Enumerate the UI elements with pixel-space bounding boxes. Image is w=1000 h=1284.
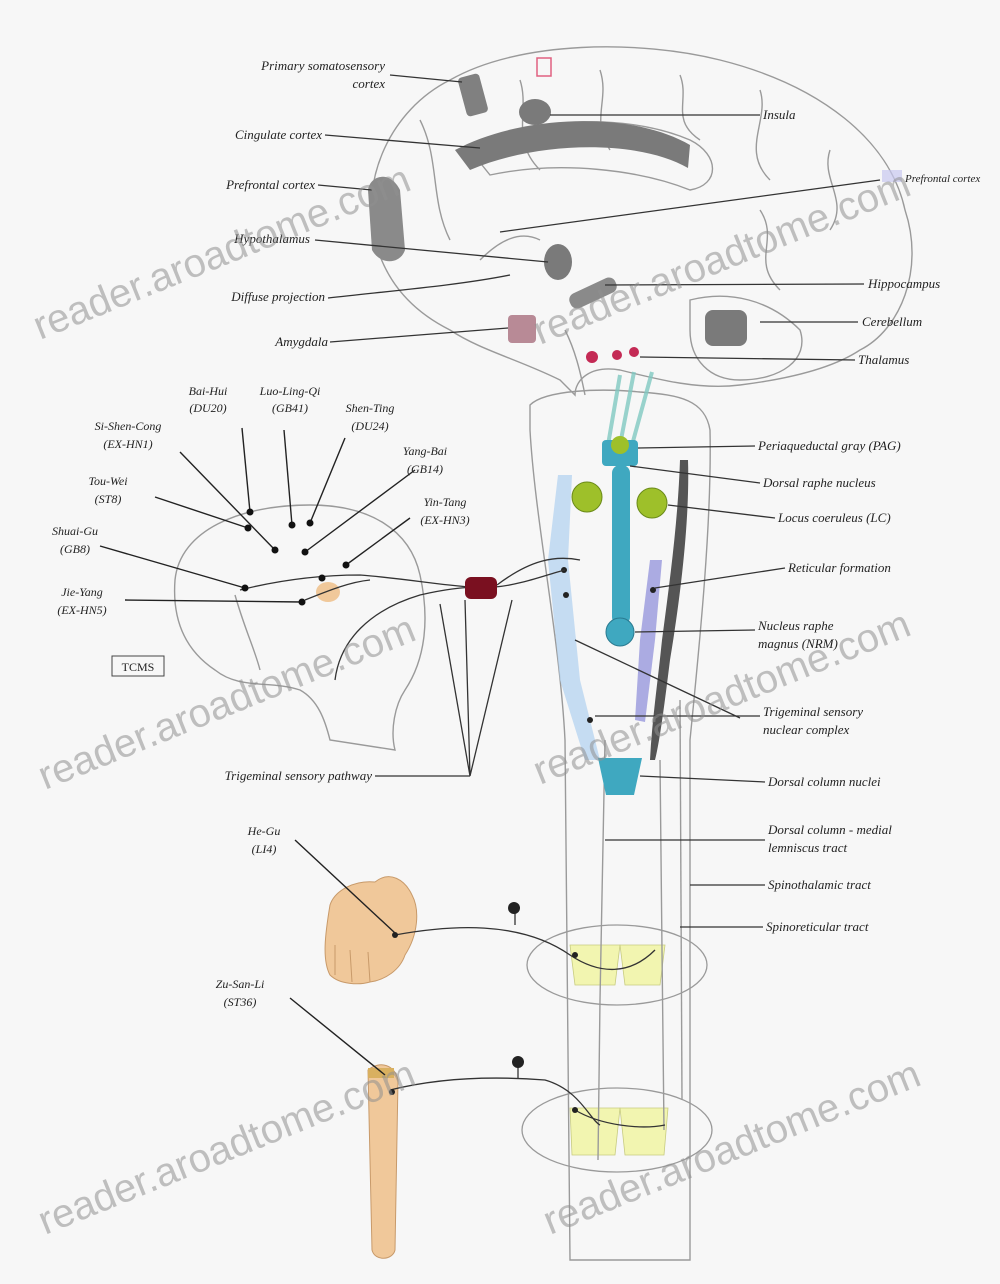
acupoint-name: Bai-Hui bbox=[189, 384, 228, 398]
label-cerebellum: Cerebellum bbox=[862, 314, 922, 329]
thalamus-dot bbox=[612, 350, 622, 360]
acupoint-code: (DU24) bbox=[351, 419, 388, 433]
acupoint-name: Si-Shen-Cong bbox=[95, 419, 162, 433]
label-trigeminal-nuclear: Trigeminal sensory bbox=[763, 704, 863, 719]
label-spinothalamic-tract: Spinothalamic tract bbox=[768, 877, 871, 892]
acupoint-name: Tou-Wei bbox=[88, 474, 127, 488]
watermark-text: reader.aroadtome.com bbox=[32, 1052, 422, 1244]
pag-green-dot bbox=[611, 436, 629, 454]
acupoint-name: Zu-San-Li bbox=[216, 977, 265, 991]
acupoint-code: (EX-HN1) bbox=[103, 437, 152, 451]
label-prefrontal-cortex-right: Prefrontal cortex bbox=[904, 173, 980, 185]
hypothalamus-shape bbox=[544, 244, 572, 280]
label-dorsal-column-medial: Dorsal column - medial bbox=[767, 822, 892, 837]
label-trigeminal-sensory-pathway: Trigeminal sensory pathway bbox=[225, 768, 373, 783]
cerebellum-shape bbox=[705, 310, 747, 346]
thalamus-dot bbox=[586, 351, 598, 363]
label-pag: Periaqueductal gray (PAG) bbox=[757, 438, 901, 453]
acupoint-code: (EX-HN5) bbox=[57, 603, 106, 617]
label-insula: Insula bbox=[762, 107, 796, 122]
somatosensory-marker bbox=[537, 58, 551, 76]
watermark-text: reader.aroadtome.com bbox=[27, 157, 417, 349]
ear-shape bbox=[316, 582, 340, 602]
label-reticular-formation: Reticular formation bbox=[787, 560, 891, 575]
acupoint-name: Shen-Ting bbox=[346, 401, 395, 415]
acupoint-name: Shuai-Gu bbox=[52, 524, 98, 538]
label-locus-coeruleus: Locus coeruleus (LC) bbox=[777, 510, 891, 525]
acupoint-name: Luo-Ling-Qi bbox=[259, 384, 321, 398]
tcms-box: TCMS bbox=[112, 656, 164, 676]
label-dorsal-column-nuclei: Dorsal column nuclei bbox=[767, 774, 881, 789]
thalamus-dot bbox=[629, 347, 639, 357]
ganglion-dot bbox=[512, 1056, 524, 1068]
label-trigeminal-nuclear-cont: nuclear complex bbox=[763, 722, 850, 737]
label-thalamus: Thalamus bbox=[858, 352, 909, 367]
acupoint-code: (ST36) bbox=[224, 995, 257, 1009]
hand bbox=[325, 877, 417, 984]
label-hippocampus: Hippocampus bbox=[867, 276, 940, 291]
acupoint-code: (GB41) bbox=[272, 401, 308, 415]
label-amygdala: Amygdala bbox=[274, 334, 328, 349]
thalamus bbox=[586, 347, 639, 363]
lc-left bbox=[572, 482, 602, 512]
ganglion-shape bbox=[465, 577, 497, 599]
acupoint-code: (GB8) bbox=[60, 542, 90, 556]
nerve-pathways bbox=[240, 558, 665, 1127]
nrm-dot bbox=[606, 618, 634, 646]
trigeminal-nucleus-dot bbox=[587, 717, 593, 723]
tcms-label: TCMS bbox=[122, 660, 155, 674]
label-spinoreticular-tract: Spinoreticular tract bbox=[766, 919, 869, 934]
acupoint-name: Yang-Bai bbox=[403, 444, 447, 458]
lc-right bbox=[637, 488, 667, 518]
acupoint-code: (DU20) bbox=[189, 401, 226, 415]
label-dorsal-raphe: Dorsal raphe nucleus bbox=[762, 475, 876, 490]
acupoint-code: (ST8) bbox=[95, 492, 122, 506]
watermarks: reader.aroadtome.com reader.aroadtome.co… bbox=[27, 157, 927, 1244]
somatosensory-cortex-shape bbox=[457, 73, 489, 117]
label-primary-somatosensory: Primary somatosensory bbox=[260, 58, 385, 73]
label-primary-somatosensory-cont: cortex bbox=[353, 76, 386, 91]
label-cingulate-cortex: Cingulate cortex bbox=[235, 127, 322, 142]
raphe-column bbox=[612, 465, 630, 625]
label-diffuse-projection: Diffuse projection bbox=[230, 289, 325, 304]
label-lemniscus-tract: lemniscus tract bbox=[768, 840, 847, 855]
label-prefrontal-cortex-left: Prefrontal cortex bbox=[225, 177, 315, 192]
acupoint-name: Yin-Tang bbox=[424, 495, 467, 509]
acupoint-code: (GB14) bbox=[407, 462, 443, 476]
label-nucleus-raphe: Nucleus raphe bbox=[757, 618, 834, 633]
acupoint-name: He-Gu bbox=[247, 824, 281, 838]
acupoint-code: (LI4) bbox=[252, 842, 277, 856]
ganglion-dot bbox=[508, 902, 520, 914]
trigeminal-ganglion bbox=[465, 577, 497, 599]
insula-shape bbox=[519, 99, 551, 125]
acupoint-name: Jie-Yang bbox=[61, 585, 103, 599]
acupoint-code: (EX-HN3) bbox=[420, 513, 469, 527]
